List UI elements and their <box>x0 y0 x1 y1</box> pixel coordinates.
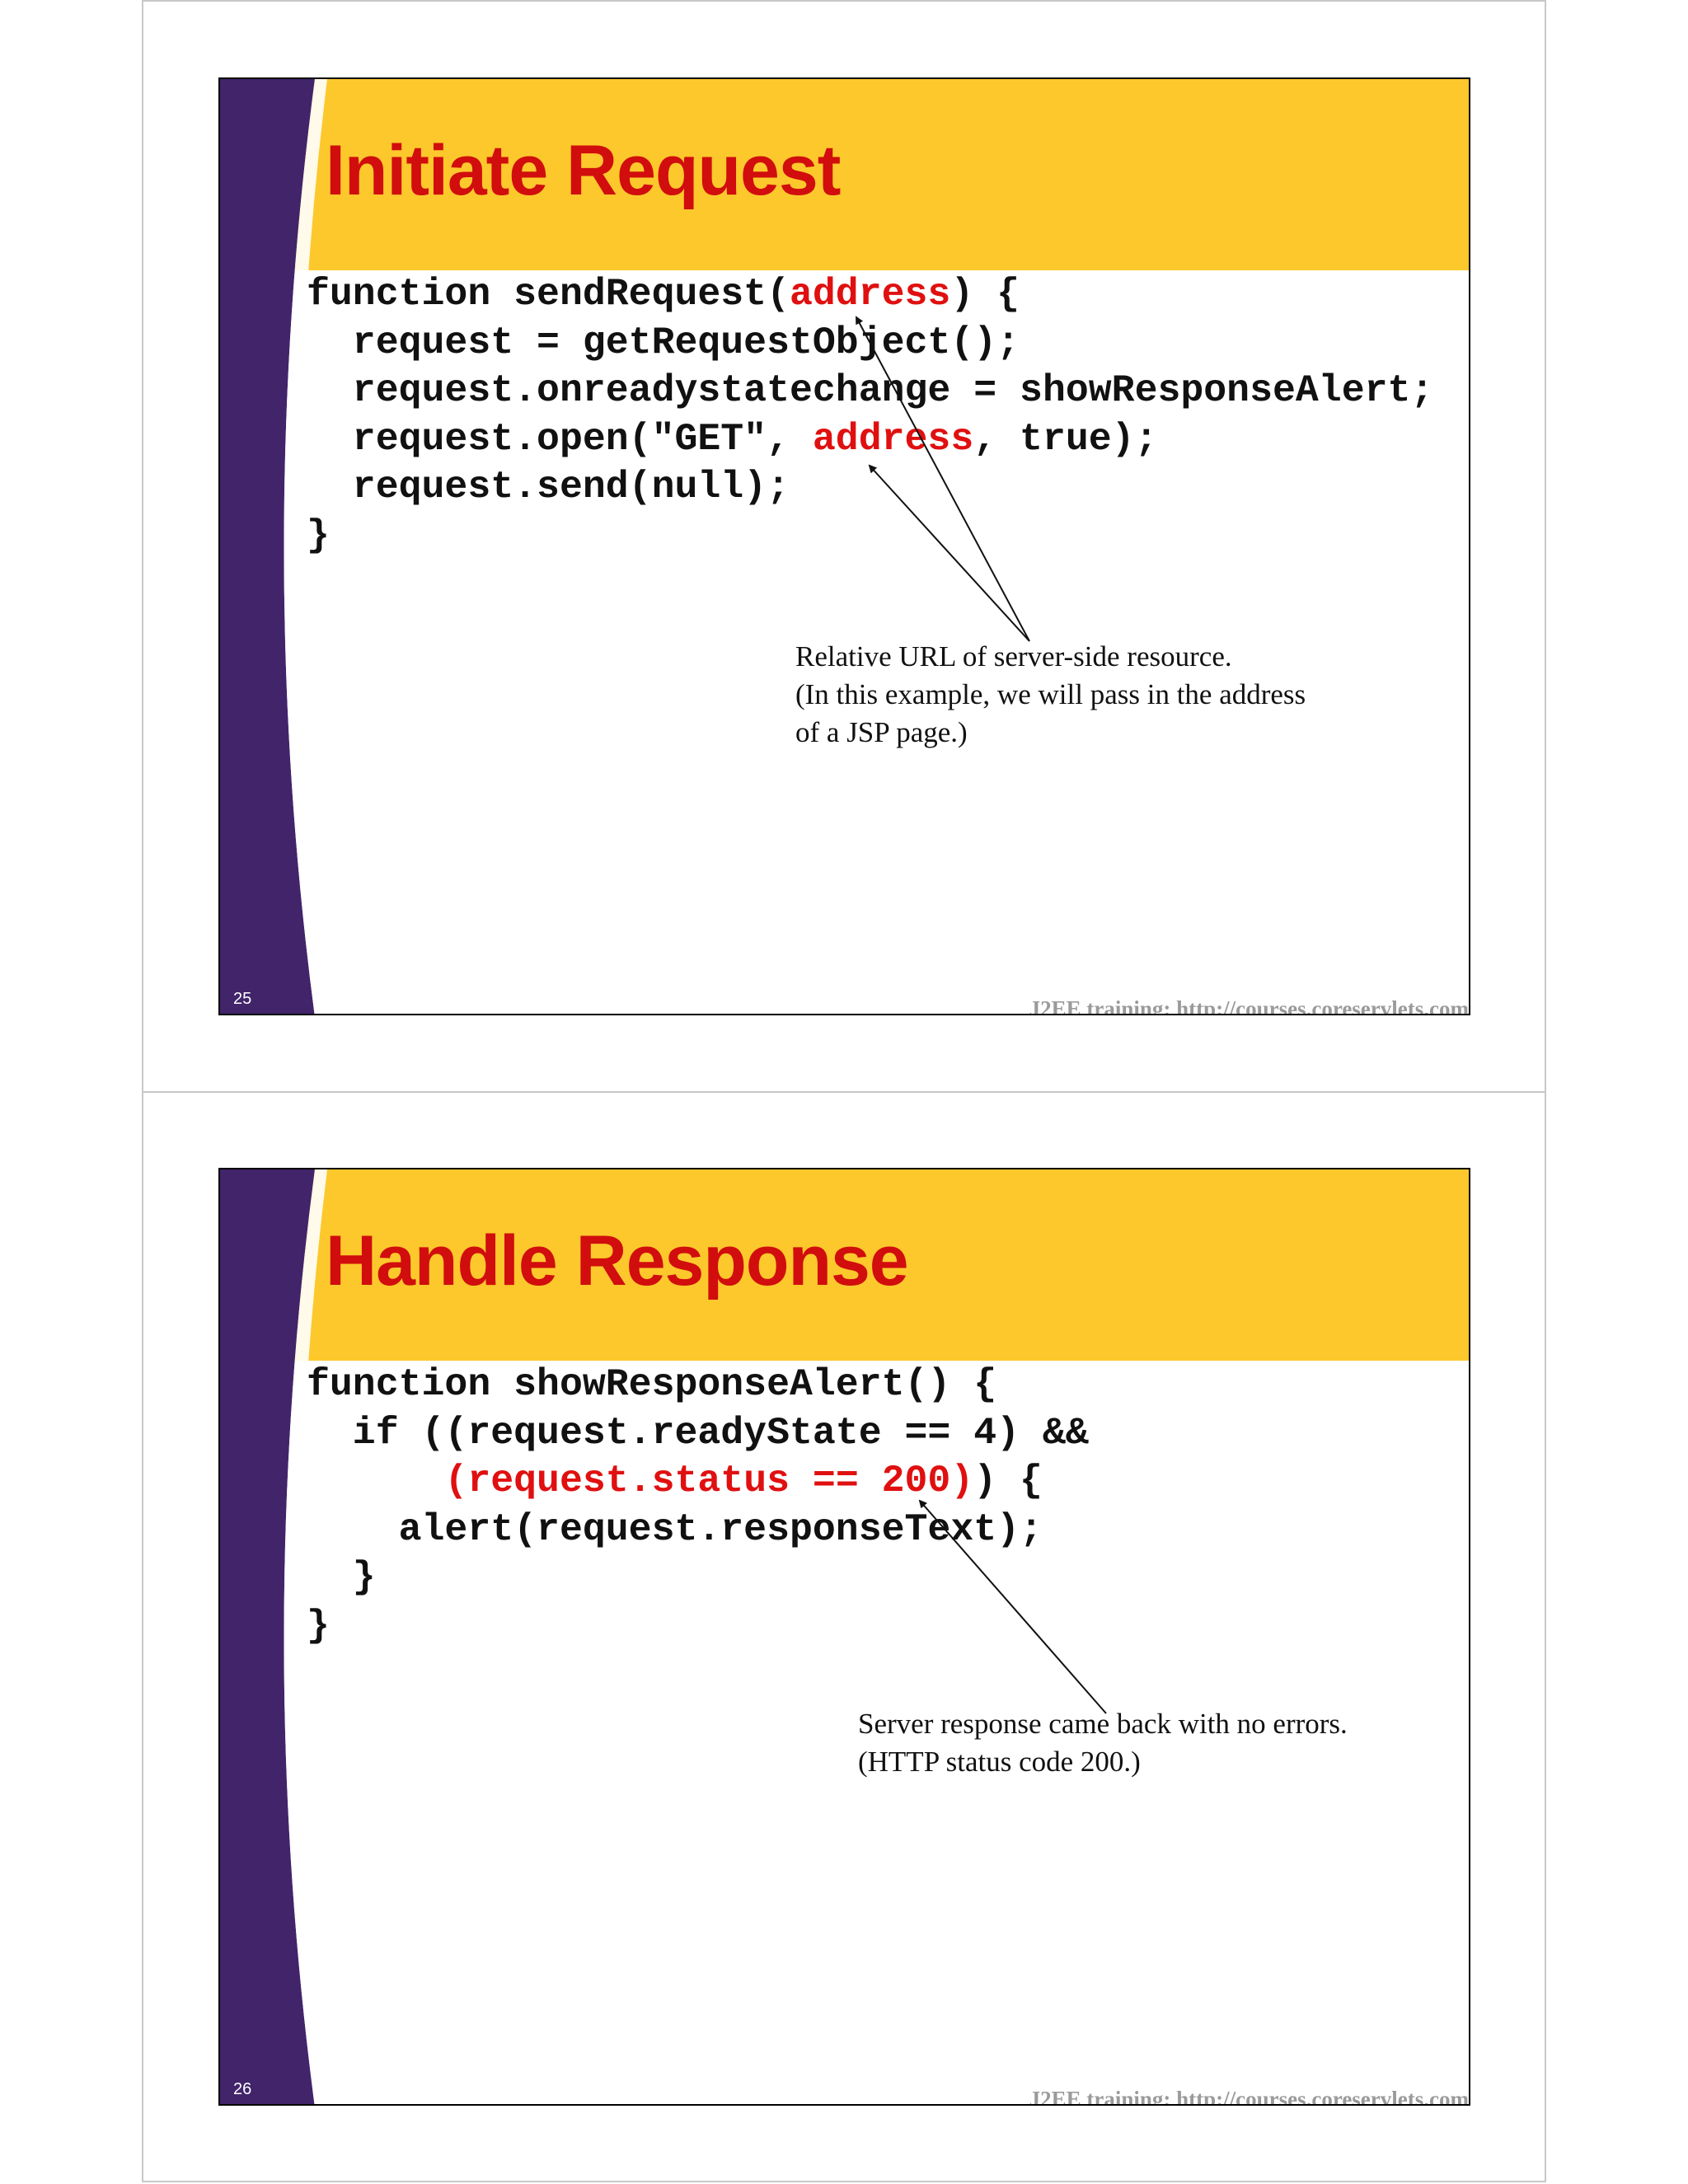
code-line: request.open("GET", address, true); <box>307 415 1433 464</box>
annotation-text: Relative URL of server-side resource. (In… <box>795 638 1306 752</box>
code-segment: request.send(null); <box>307 465 790 509</box>
slide-footer: J2EE training: http://courses.coreservle… <box>1029 2087 1469 2106</box>
annotation-line: (In this example, we will pass in the ad… <box>795 678 1306 710</box>
annotation-text: Server response came back with no errors… <box>858 1705 1348 1781</box>
code-line: request.send(null); <box>307 463 1433 512</box>
code-segment: } <box>307 1555 376 1600</box>
code-segment: request.open("GET", <box>307 416 813 461</box>
code-line: } <box>307 1554 1089 1602</box>
slide-handle-response: Handle Response function showResponseAle… <box>218 1168 1470 2106</box>
code-block: function showResponseAlert() { if ((requ… <box>307 1361 1089 1651</box>
slide-sidebar-decoration <box>220 1169 327 2104</box>
annotation-line: Relative URL of server-side resource. <box>795 640 1232 673</box>
code-highlight: address <box>812 416 974 461</box>
code-segment: function sendRequest( <box>307 272 790 316</box>
code-block: function sendRequest(address) { request … <box>307 270 1433 560</box>
annotation-line: (HTTP status code 200.) <box>858 1746 1141 1778</box>
slide-sidebar-decoration <box>220 79 327 1014</box>
code-line: alert(request.responseText); <box>307 1506 1089 1554</box>
code-line: } <box>307 512 1433 560</box>
code-segment: request.onreadystatechange = showRespons… <box>307 368 1434 413</box>
code-line: if ((request.readyState == 4) && <box>307 1409 1089 1458</box>
code-segment: request = getRequestObject(); <box>307 320 1020 364</box>
code-segment <box>307 1459 444 1502</box>
code-segment: , true); <box>973 416 1158 461</box>
code-segment: function showResponseAlert() { <box>307 1362 997 1406</box>
slide-footer: J2EE training: http://courses.coreservle… <box>1029 996 1469 1015</box>
code-highlight: (request.status == 200) <box>444 1459 974 1503</box>
code-line: } <box>307 1602 1089 1651</box>
annotation-line: Server response came back with no errors… <box>858 1708 1348 1740</box>
code-highlight: address <box>790 272 951 316</box>
code-segment: if ((request.readyState == 4) && <box>307 1410 1089 1455</box>
code-line: request = getRequestObject(); <box>307 319 1433 368</box>
page-divider <box>142 1091 1546 1093</box>
code-segment: } <box>307 1603 330 1647</box>
code-line: function sendRequest(address) { <box>307 270 1433 319</box>
slide-header-band <box>220 79 1469 270</box>
code-segment: ) { <box>950 272 1020 316</box>
code-segment: } <box>307 513 330 557</box>
code-segment: ) { <box>973 1459 1043 1503</box>
slide-number: 26 <box>233 2080 252 2098</box>
code-line: (request.status == 200)) { <box>307 1457 1089 1506</box>
slide-initiate-request: Initiate Request function sendRequest(ad… <box>218 77 1470 1015</box>
annotation-line: of a JSP page.) <box>795 716 968 748</box>
code-segment: alert(request.responseText); <box>307 1507 1043 1551</box>
code-line: request.onreadystatechange = showRespons… <box>307 367 1434 415</box>
slide-header-band <box>220 1169 1469 1361</box>
slide-title: Handle Response <box>326 1221 909 1301</box>
code-line: function showResponseAlert() { <box>307 1361 1089 1409</box>
slide-title: Initiate Request <box>326 131 841 210</box>
slide-number: 25 <box>233 990 252 1008</box>
